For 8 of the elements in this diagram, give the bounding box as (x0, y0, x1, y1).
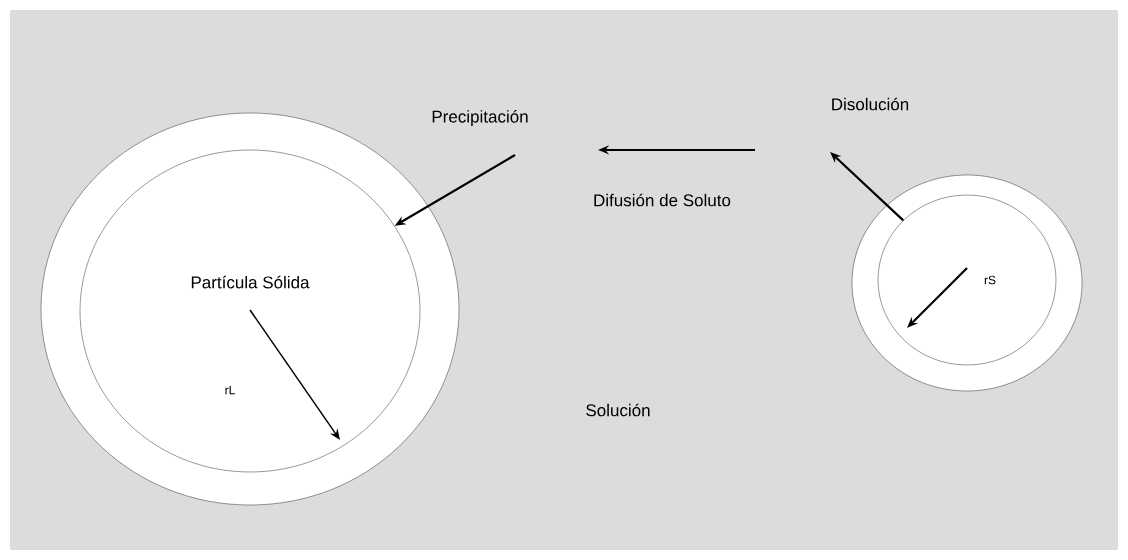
radius-label: rS (984, 275, 996, 285)
particle-circle (877, 194, 1057, 366)
arrow (830, 152, 904, 222)
edge-label: Disolución (832, 97, 909, 111)
text-label: Difusión de Soluto (594, 193, 731, 207)
text-label: Solución (586, 403, 650, 417)
radius-label: rL (225, 385, 235, 395)
edge-label: Precipitación (432, 109, 528, 126)
